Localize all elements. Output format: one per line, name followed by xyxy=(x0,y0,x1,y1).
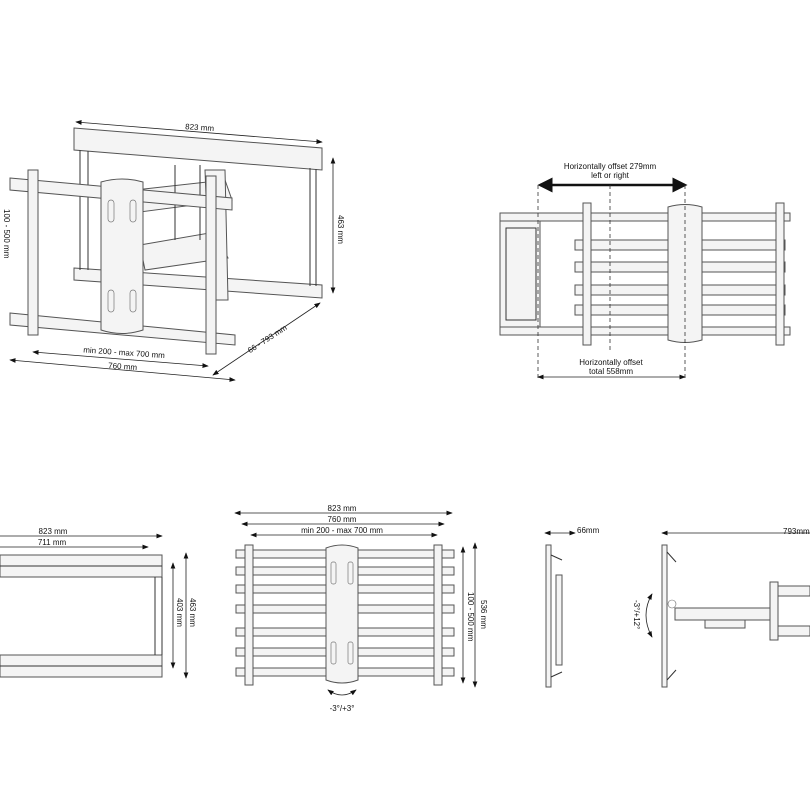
wall-plate-inner-width-label: 711 mm xyxy=(38,538,67,547)
perspective-view: 823 mm 463 mm 66 - 793 mm min 200 - max … xyxy=(2,120,345,382)
vesa-strips xyxy=(27,169,217,355)
perspective-extension-label: 66 - 793 mm xyxy=(246,323,289,355)
offset-top-label-line2: left or right xyxy=(591,171,630,180)
perspective-vesa-width-label: min 200 - max 700 mm xyxy=(83,345,166,360)
center-plate xyxy=(100,178,144,334)
offset-view: Horizontally offset 279mm left or right … xyxy=(499,162,791,380)
side-extended-tilt-label: -3°/+12° xyxy=(632,600,641,629)
wall-plate-inner-height-label: 403 mm xyxy=(175,598,184,627)
front-width-label: 823 mm xyxy=(328,504,357,513)
perspective-vesa-height-label: 100 - 500 mm xyxy=(2,209,11,259)
side-folded-depth-label: 66mm xyxy=(577,526,600,535)
offset-bottom-label-line2: total 558mm xyxy=(589,367,633,376)
front-bracket-width-label: 760 mm xyxy=(328,515,357,524)
front-vesa-width-label: min 200 - max 700 mm xyxy=(301,526,383,535)
side-extended-view: 793mm -3°/+12° xyxy=(632,527,810,688)
perspective-width-label: 823 mm xyxy=(185,122,215,133)
side-folded-view: 66mm xyxy=(544,526,600,688)
perspective-height-label: 463 mm xyxy=(336,215,345,244)
offset-top-label-line1: Horizontally offset 279mm xyxy=(564,162,657,171)
front-view: 823 mm 760 mm min 200 - max 700 mm 100 -… xyxy=(234,504,488,713)
side-extended-depth-label: 793mm xyxy=(783,527,810,536)
front-height-label: 536 mm xyxy=(479,600,488,629)
offset-bottom-label-line1: Horizontally offset xyxy=(579,358,643,367)
front-rotation-label: -3°/+3° xyxy=(330,704,355,713)
offset-rails xyxy=(499,212,791,336)
wall-plate-width-label: 823 mm xyxy=(39,527,68,536)
perspective-bracket-width-label: 760 mm xyxy=(108,361,138,372)
wall-plate-view: 823 mm 711 mm 403 mm 463 mm xyxy=(0,527,197,679)
wall-plate-height-label: 463 mm xyxy=(188,598,197,627)
front-vesa-height-label: 100 - 500 mm xyxy=(466,592,475,642)
